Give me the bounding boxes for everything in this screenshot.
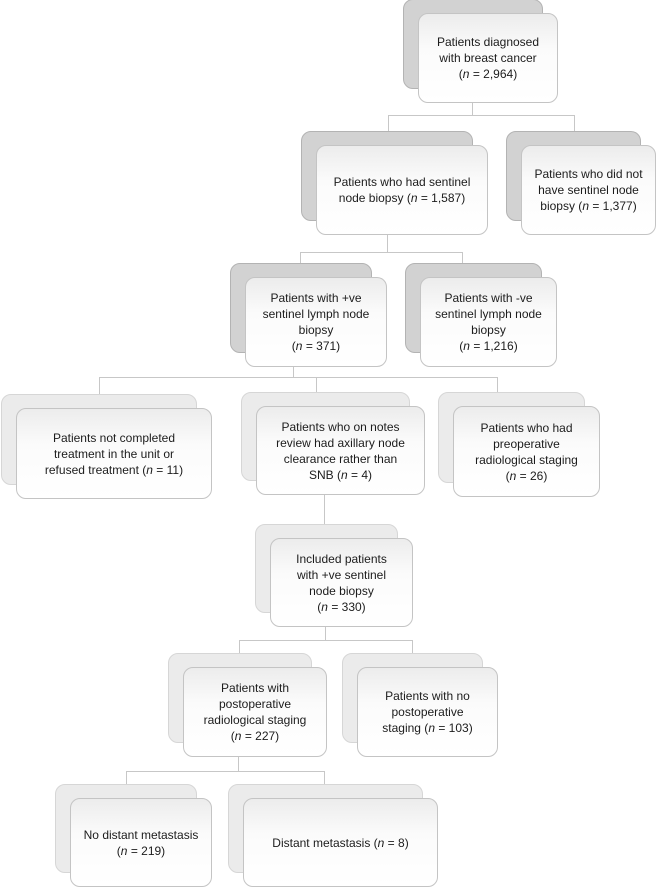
node-box: Patients diagnosed with breast cancer (n… (418, 13, 558, 103)
node-box: Patients not completed treatment in the … (16, 408, 212, 499)
node-box: Patients who had sentinel node biopsy (n… (316, 145, 488, 235)
flow-node-no-postoperative-staging: Patients with no postoperative staging (… (342, 653, 498, 757)
flow-node-axillary-node-clearance: Patients who on notes review had axillar… (241, 392, 425, 495)
connector (238, 757, 239, 772)
node-label: Patients diagnosed with breast cancer (n… (436, 35, 540, 81)
node-label: Patients who had sentinel node biopsy (n… (333, 175, 471, 205)
flow-node-no-sentinel-biopsy: Patients who did not have sentinel node … (506, 131, 656, 235)
node-label: Patients with postoperative radiological… (203, 681, 307, 743)
flow-node-preoperative-staging: Patients who had preoperative radiologic… (438, 392, 600, 497)
node-box: Patients who on notes review had axillar… (256, 406, 425, 495)
node-box: Distant metastasis (n = 8) (243, 798, 438, 887)
connector (293, 367, 294, 378)
node-label: Patients who on notes review had axillar… (276, 419, 405, 482)
node-label: Patients with no postoperative staging (… (382, 689, 473, 735)
connector (387, 235, 388, 253)
flow-node-positive-sentinel-biopsy: Patients with +ve sentinel lymph node bi… (230, 263, 387, 367)
node-label: Included patients with +ve sentinel node… (296, 551, 387, 614)
flow-node-diagnosed: Patients diagnosed with breast cancer (n… (403, 0, 558, 103)
connector (99, 377, 498, 378)
connector (300, 252, 463, 253)
node-box: No distant metastasis (n = 219) (70, 798, 212, 887)
connector (472, 103, 473, 116)
node-box: Patients who did not have sentinel node … (521, 145, 656, 235)
node-box: Included patients with +ve sentinel node… (270, 538, 413, 627)
node-box: Patients with postoperative radiological… (183, 667, 327, 757)
flow-node-negative-sentinel-biopsy: Patients with -ve sentinel lymph node bi… (405, 263, 557, 367)
node-box: Patients with +ve sentinel lymph node bi… (245, 277, 387, 367)
flow-node-postoperative-staging: Patients with postoperative radiological… (168, 653, 327, 757)
connector (126, 771, 325, 772)
node-label: Patients with +ve sentinel lymph node bi… (262, 291, 370, 353)
flow-node-treatment-not-completed: Patients not completed treatment in the … (1, 394, 212, 499)
connector (388, 115, 575, 116)
connector (324, 495, 325, 540)
connector (99, 377, 100, 409)
node-box: Patients with no postoperative staging (… (357, 667, 498, 757)
node-label: Distant metastasis (n = 8) (272, 835, 409, 850)
connector (325, 627, 326, 641)
flow-node-had-sentinel-biopsy: Patients who had sentinel node biopsy (n… (301, 131, 488, 235)
connector (239, 640, 413, 641)
node-label: Patients with -ve sentinel lymph node bi… (435, 291, 542, 353)
node-label: Patients who did not have sentinel node … (534, 167, 643, 213)
node-box: Patients who had preoperative radiologic… (453, 406, 600, 497)
node-label: No distant metastasis (n = 219) (83, 827, 199, 858)
flow-node-included-patients: Included patients with +ve sentinel node… (255, 524, 413, 627)
node-label: Patients not completed treatment in the … (44, 430, 184, 477)
node-box: Patients with -ve sentinel lymph node bi… (420, 277, 557, 367)
flow-node-distant-metastasis: Distant metastasis (n = 8) (228, 784, 438, 887)
node-label: Patients who had preoperative radiologic… (475, 420, 578, 483)
flow-node-no-distant-metastasis: No distant metastasis (n = 219) (55, 784, 212, 887)
